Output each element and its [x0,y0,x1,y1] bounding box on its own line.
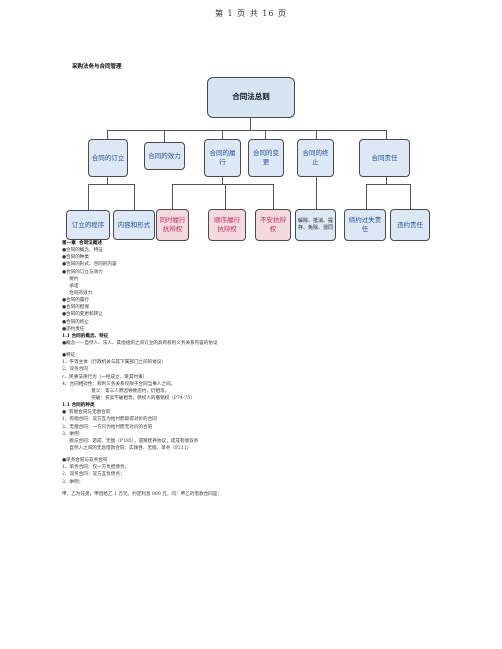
body-line: ●概念——自然人、法人、其他组织之间订立的具有权利义务关系内容的协议 [62,340,218,346]
body-line: ● 有偿合同与无偿合同 [62,410,111,416]
body-line: 2、双务合同 [62,367,88,373]
connector-5-down [316,177,317,209]
diagram-root-node: 合同法总则 [207,77,295,118]
leaf-breach-liability: 违约责任 [390,209,430,241]
body-line: 意义：第三人原因导致违约，仍相等。 [62,388,170,394]
connector-1-right [134,184,135,210]
connector-1-left [88,184,89,210]
connector-to-node-3 [222,130,223,139]
body-line: 自然人之间的无息借款合同：实践性、无偿、单务（P211） [62,445,192,451]
node-contract-modification: 合同的变更 [248,139,284,177]
connector-3-down [222,177,223,184]
body-line: 承诺 [62,283,79,289]
body-line: 1、有偿合同：双方互为给付而取得对价的合同 [62,417,157,423]
section-heading: 1.1 合同的概念、特征 [62,333,109,339]
leaf-precontract-liability: 缔约过失责任 [344,209,386,241]
node-contract-formation: 合同的订立 [88,139,128,177]
body-line: ●合同的履行 [62,298,89,304]
body-line: 要约 [62,276,79,282]
connector-to-node-2 [164,130,165,142]
document-title: 采购法务与合同管理 [72,64,122,70]
connector-level2-bar [107,130,387,131]
connector-to-node-6 [386,130,387,139]
body-line: ●合同的变更和转让 [62,312,103,318]
leaf-insecurity-defense: 不安抗辩权 [255,209,291,241]
connector-6-bar [366,184,410,185]
body-line: ●合同的概念、特征 [62,248,103,254]
node-contract-termination: 合同的终止 [297,139,334,177]
document-body: 第一章 合同法概述●合同的概念、特征●合同的种类●合同的形式、合同的内容●合同的… [62,240,462,498]
connector-root-down [250,118,251,130]
connector-to-node-5 [316,130,317,139]
body-line: 合同的效力 [62,290,93,296]
body-line: 甲、乙为兄弟，甲借给乙 1 万元，约定利息 800 元，问：甲乙的借款合同是： [62,491,222,497]
body-line: 3、举例： [62,479,84,485]
body-line: ●合同的形式、合同的内容 [62,262,117,268]
body-line: ●合同的订立与效力 [62,269,103,275]
body-line: ●特征： [62,353,80,359]
connector-3-a [172,184,173,209]
leaf-formation-procedure: 订立的程序 [66,210,110,240]
leaf-termination-methods: 解除、抵消、提存、免除、混同 [295,209,336,241]
body-line: 2、无偿合同：一方只为给付而无对价的合同 [62,424,153,430]
connector-3-b [225,184,226,209]
connector-to-node-4 [265,130,266,139]
body-line: ●单务合同与双务合同 [62,458,108,464]
connector-1-bar [88,184,134,185]
node-contract-validity: 合同的效力 [144,142,185,170]
leaf-simultaneous-defense: 同时履行抗辩权 [156,209,189,241]
body-line: c、民事法律行为（一经成立，受其约束） [62,374,148,380]
body-line: 4、合同相对性：权利义务关系仅限于合同当事人之间。 [62,381,176,387]
node-contract-performance: 合同的履行 [204,139,241,177]
body-line: 赠与合同：诺成、无偿（P185），遗赠抚养协议，诺成有偿双务 [62,438,199,444]
body-line: 1、平等主体（行政机关与其下属部门之间的协议） [62,360,166,366]
connector-3-c [273,184,274,209]
body-line: 突破：买卖不破租赁，债权人的撤销权（P74-75） [62,395,195,401]
section-heading: 1.1 合同的种类 [62,403,95,409]
page-number-header: 第 1 页 共 16 页 [215,9,287,18]
body-line: 2、双务合同：双方互负债务； [62,472,125,478]
body-line: ●合同的终止 [62,319,89,325]
body-line: ●合同的种类 [62,255,89,261]
connector-1-down [107,177,108,184]
node-contract-liability: 合同责任 [359,139,410,177]
body-line: ●合同的担保 [62,305,89,311]
body-line: ●违约责任 [62,326,85,332]
leaf-content-and-form: 内容和形式 [113,210,155,240]
connector-3-bar [172,184,273,185]
body-line: 1、单务合同：仅一方负担债务； [62,465,130,471]
section-heading: 第一章 合同法概述 [62,241,102,246]
connector-to-node-1 [107,130,108,139]
leaf-sequential-defense: 顺序履行抗辩权 [208,209,246,241]
connector-6-right [410,184,411,209]
connector-6-left [366,184,367,209]
body-line: 3、举例： [62,431,84,437]
connector-6-down [386,177,387,184]
